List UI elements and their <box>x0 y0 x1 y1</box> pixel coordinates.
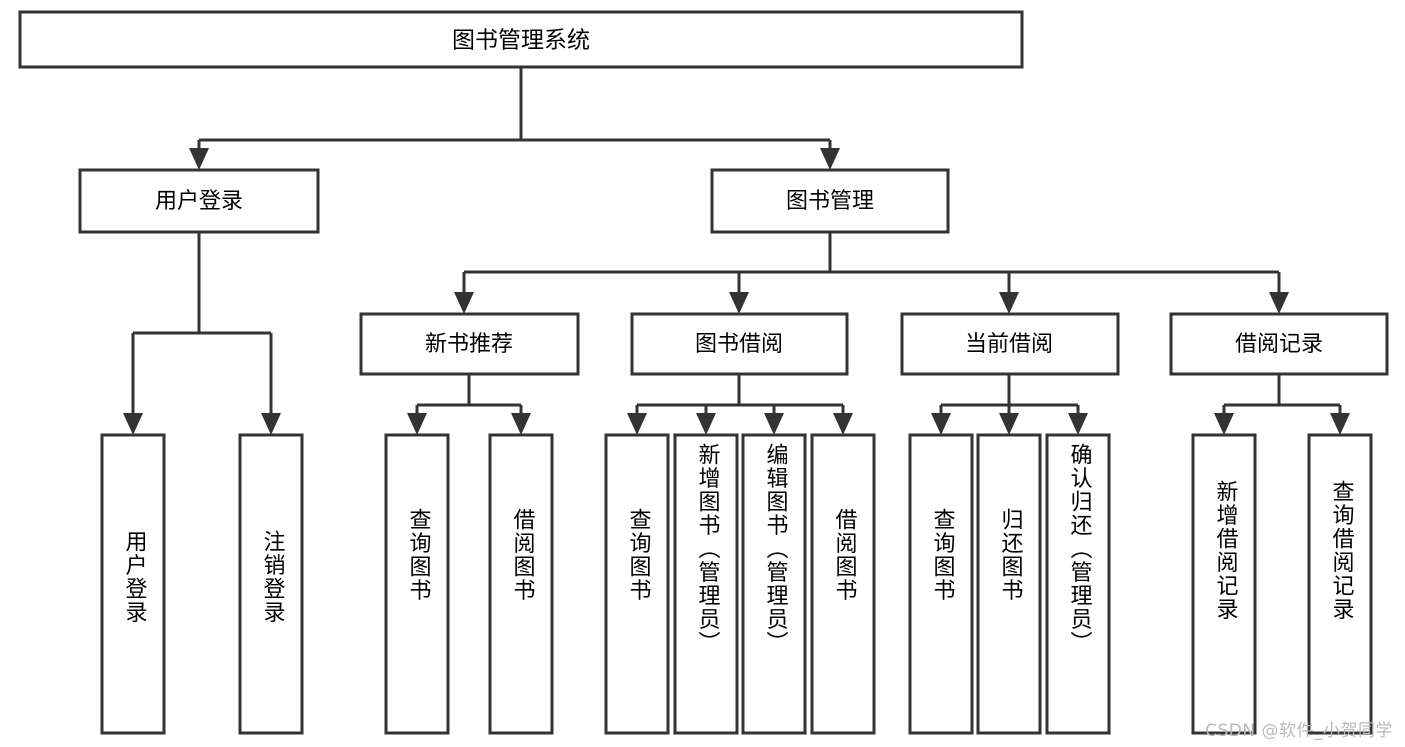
arrow-head-nb-query <box>407 413 427 435</box>
arrow-head-bb-add <box>696 413 716 435</box>
leaf-box-cb-query-book[interactable] <box>908 433 974 735</box>
node-book-management-label: 图书管理 <box>786 189 874 214</box>
arrow-head-user-login <box>189 148 209 170</box>
node-new-book-recommend-box[interactable] <box>359 312 580 376</box>
node-borrow-record-label: 借阅记录 <box>1235 332 1323 357</box>
node-new-book-recommend[interactable]: 新书推荐 <box>359 312 580 376</box>
connector-group-book-borrow <box>627 374 853 435</box>
node-user-login[interactable]: 用户登录 <box>78 168 320 234</box>
arrow-head-cb-return <box>999 413 1019 435</box>
leaf-group-current-borrow <box>908 433 1111 735</box>
node-root-system[interactable]: 图书管理系统 <box>18 10 1024 69</box>
connector-group-book-mgmt <box>454 232 1289 314</box>
csdn-watermark: CSDN @软件_小贺同学 <box>1205 721 1393 741</box>
node-book-borrow-label: 图书借阅 <box>695 332 783 357</box>
node-book-management[interactable]: 图书管理 <box>710 168 950 234</box>
node-borrow-record-box[interactable] <box>1169 312 1389 376</box>
arrow-head-br-add <box>1214 413 1234 435</box>
node-current-borrow-box[interactable] <box>900 312 1120 376</box>
leaf-box-cb-return-book[interactable] <box>976 433 1042 735</box>
arrow-head-bb-edit <box>764 413 784 435</box>
arrow-head-book-borrow <box>729 292 749 314</box>
leaf-box-cb-confirm-return[interactable] <box>1045 433 1111 735</box>
leaf-box-user-login[interactable] <box>100 433 166 735</box>
node-current-borrow-label: 当前借阅 <box>965 332 1053 357</box>
arrow-head-current-borrow <box>999 292 1019 314</box>
leaf-box-bb-edit-book[interactable] <box>741 433 807 735</box>
arrow-head-bb-query <box>627 413 647 435</box>
connector-group-current-borrow <box>931 374 1088 435</box>
connector-group-root <box>189 67 840 170</box>
node-user-login-box[interactable] <box>78 168 320 234</box>
leaf-box-br-query-record[interactable] <box>1307 433 1373 735</box>
leaf-group-user-login <box>100 433 304 735</box>
leaf-box-br-add-record[interactable] <box>1191 433 1257 735</box>
arrow-head-borrow-record <box>1269 292 1289 314</box>
node-book-borrow-box[interactable] <box>630 312 849 376</box>
node-user-login-label: 用户登录 <box>155 189 243 214</box>
node-book-borrow[interactable]: 图书借阅 <box>630 312 849 376</box>
leaf-box-bb-query-book[interactable] <box>604 433 670 735</box>
leaf-box-bb-borrow-book[interactable] <box>810 433 876 735</box>
connector-group-new-book <box>407 374 531 435</box>
leaf-box-bb-add-book[interactable] <box>673 433 739 735</box>
leaf-box-nb-borrow-book[interactable] <box>488 433 554 735</box>
arrow-head-leaf-logout <box>261 413 281 435</box>
node-current-borrow[interactable]: 当前借阅 <box>900 312 1120 376</box>
arrow-head-cb-query <box>931 413 951 435</box>
arrow-head-leaf-user-login <box>123 413 143 435</box>
arrow-head-new-book <box>454 292 474 314</box>
arrow-head-book-mgmt <box>820 148 840 170</box>
node-root-label: 图书管理系统 <box>452 28 590 54</box>
arrow-head-br-query <box>1330 413 1350 435</box>
arrow-head-bb-borrow <box>833 413 853 435</box>
arrow-head-cb-confirm <box>1068 413 1088 435</box>
connector-group-user-login <box>123 232 281 435</box>
leaf-box-logout[interactable] <box>238 433 304 735</box>
node-book-management-box[interactable] <box>710 168 950 234</box>
leaf-box-nb-query-book[interactable] <box>384 433 450 735</box>
node-root-box[interactable] <box>18 10 1024 69</box>
node-new-book-recommend-label: 新书推荐 <box>425 332 513 357</box>
leaf-group-borrow-record <box>1191 433 1373 735</box>
leaf-group-book-borrow <box>604 433 876 735</box>
leaf-group-new-book <box>384 433 554 735</box>
connector-group-borrow-record <box>1214 374 1350 435</box>
arrow-head-nb-borrow <box>511 413 531 435</box>
node-borrow-record[interactable]: 借阅记录 <box>1169 312 1389 376</box>
